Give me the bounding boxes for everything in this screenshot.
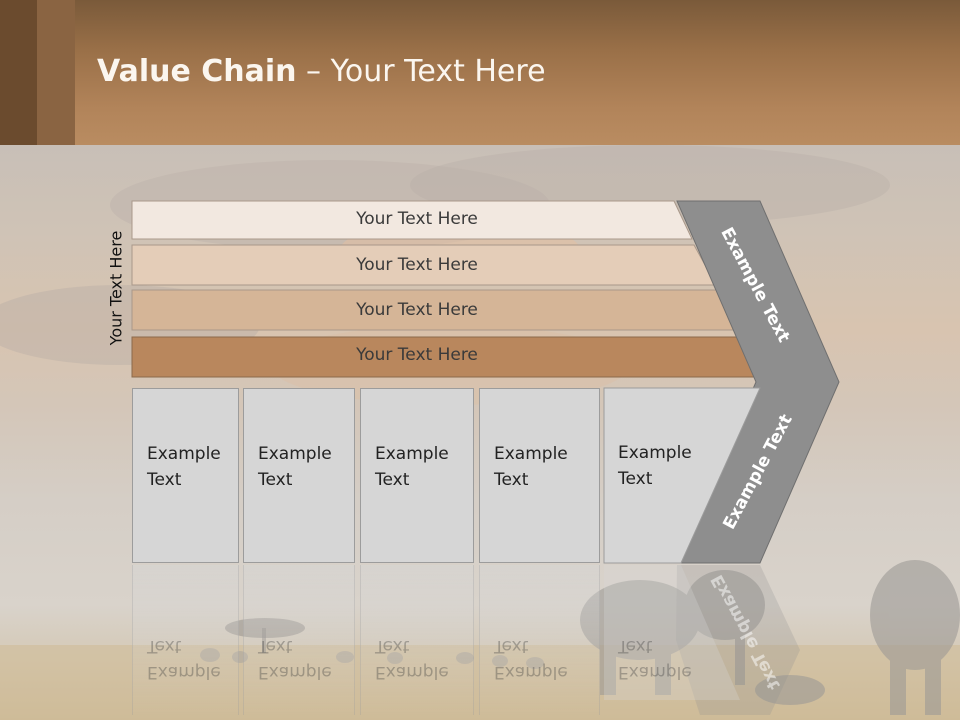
header-stripe [37, 0, 75, 145]
header-stripe [0, 0, 37, 145]
slide-title[interactable]: Value Chain – Your Text Here [97, 54, 546, 89]
value-chain-bar[interactable]: Your Text Here [132, 247, 716, 285]
title-bold: Value Chain [97, 54, 297, 89]
box-5-shape [603, 387, 761, 564]
bar-1-shape [131, 200, 693, 240]
bar-label: Your Text Here [356, 209, 478, 229]
box-5-reflection [604, 565, 740, 700]
title-rest: – Your Text Here [296, 54, 546, 89]
value-chain-bar[interactable]: Your Text Here [132, 201, 692, 239]
bar-label: Your Text Here [356, 345, 478, 365]
value-chain-bar[interactable]: Your Text Here [132, 337, 762, 375]
bar-label: Your Text Here [356, 255, 478, 275]
value-chain-bar[interactable]: Your Text Here [132, 292, 740, 330]
slide-header: Value Chain – Your Text Here [0, 0, 960, 145]
bar-label: Your Text Here [356, 300, 478, 320]
chevron-reflection [676, 565, 800, 715]
